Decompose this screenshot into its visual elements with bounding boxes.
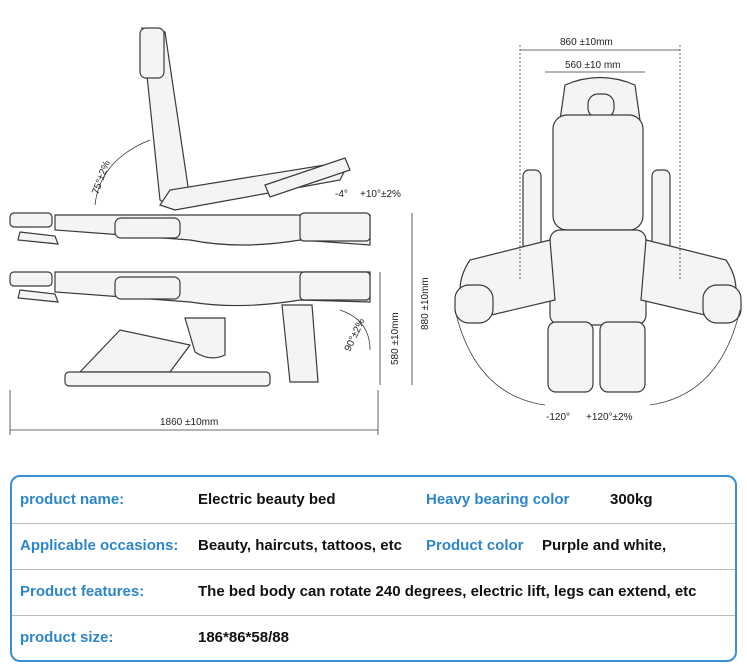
rotate-arc-left	[454, 309, 546, 406]
spec-row-occasions: Applicable occasions: Beauty, haircuts, …	[12, 523, 735, 570]
back-angle-label: 75°±2%	[90, 159, 112, 196]
spec-value: Beauty, haircuts, tattoos, etc	[198, 537, 402, 554]
spec-row-features: Product features: The bed body can rotat…	[12, 569, 735, 616]
foot-neg-label: -4°	[335, 189, 348, 200]
width-outer-label: 860 ±10mm	[560, 37, 613, 48]
rotate-pos-label: +120°±2%	[586, 412, 633, 423]
spec-label: Applicable occasions:	[20, 537, 179, 554]
width-inner-label: 560 ±10 mm	[565, 60, 621, 71]
back-angle-arc	[94, 139, 151, 206]
spec-table: product name: Electric beauty bed Heavy …	[10, 475, 737, 662]
side-view-reclined	[9, 27, 371, 246]
spec-label: Product color	[426, 537, 524, 554]
technical-drawing: 860 ±10mm 560 ±10 mm 1860 ±10mm 880 ±10m…	[9, 27, 742, 435]
rotate-neg-label: -120°	[546, 412, 570, 423]
leg-angle-label: 90°±2%	[343, 317, 368, 354]
foot-pos-label: +10°±2%	[360, 189, 401, 200]
spec-value: 186*86*58/88	[198, 629, 289, 646]
spec-label: Product features:	[20, 583, 145, 600]
top-view	[454, 76, 742, 393]
spec-label: product name:	[20, 491, 125, 508]
side-view-flat	[9, 271, 371, 387]
spec-row-size: product size: 186*86*58/88	[12, 615, 735, 660]
spec-value: The bed body can rotate 240 degrees, ele…	[198, 583, 697, 600]
spec-value: Electric beauty bed	[198, 491, 336, 508]
spec-label: Heavy bearing color	[426, 491, 570, 508]
spec-value: Purple and white,	[542, 537, 667, 554]
height-min-label: 580 ±10mm	[390, 312, 401, 365]
rotate-arc-right	[649, 309, 741, 406]
spec-label: product size:	[20, 629, 114, 646]
length-label: 1860 ±10mm	[160, 417, 218, 428]
leg-angle-arc	[339, 309, 371, 351]
spec-row-name: product name: Electric beauty bed Heavy …	[12, 477, 735, 524]
spec-value: 300kg	[610, 491, 653, 508]
height-max-label: 880 ±10mm	[420, 277, 431, 330]
